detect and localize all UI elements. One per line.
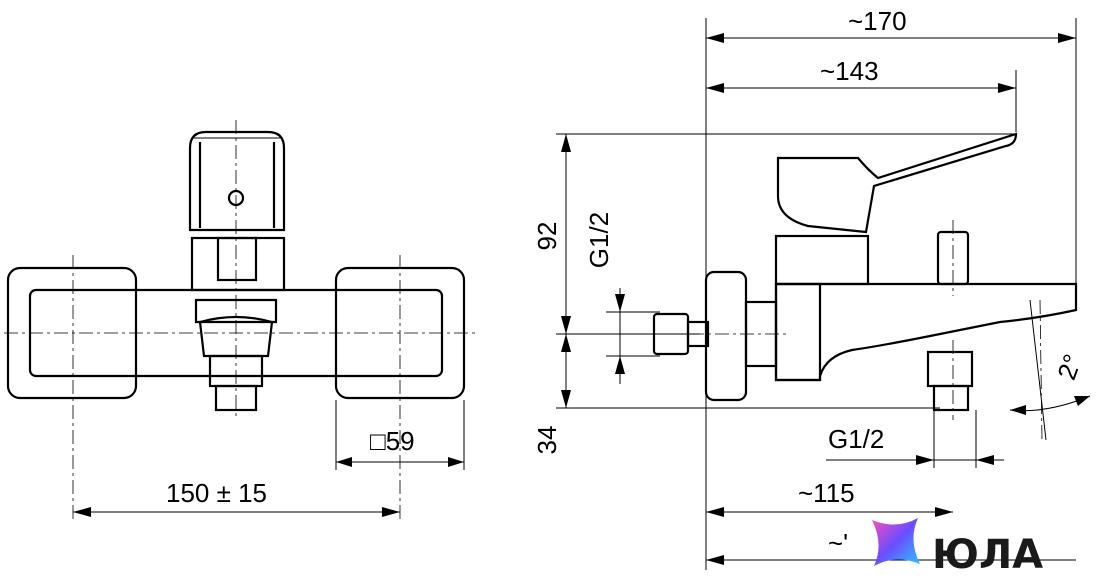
height-above-label: 92 bbox=[532, 222, 562, 251]
side-view: ~170 ~143 92 34 G1/2 bbox=[532, 6, 1091, 570]
side-body bbox=[774, 282, 1078, 382]
outlet-tip bbox=[932, 384, 970, 412]
handle-screw bbox=[227, 189, 245, 207]
diverter-knob bbox=[216, 236, 258, 282]
spout-ring bbox=[194, 298, 278, 324]
inlet-thread-label: G1/2 bbox=[584, 212, 614, 268]
overall-length-label: ~170 bbox=[848, 6, 907, 36]
eccentric-pipe bbox=[686, 320, 710, 348]
spout-outlet bbox=[214, 384, 258, 412]
body-front-block bbox=[774, 282, 822, 382]
handle-length-label: ~143 bbox=[820, 56, 879, 86]
outlet-side bbox=[926, 350, 974, 388]
cartridge-housing bbox=[190, 236, 286, 292]
watermark-brand: ЮЛА bbox=[932, 532, 1043, 578]
right-flange bbox=[334, 266, 466, 400]
yula-logo-icon bbox=[872, 518, 920, 566]
lever-handle bbox=[188, 130, 286, 232]
left-flange bbox=[6, 266, 138, 400]
yula-watermark: ЮЛА bbox=[872, 518, 1043, 578]
bottom-partial-label: ~' bbox=[828, 528, 848, 558]
height-below-label: 34 bbox=[532, 426, 562, 455]
front-view: □59 150 ± 15 bbox=[4, 120, 478, 520]
flange-size-label: □59 bbox=[370, 426, 415, 456]
outlet-distance-label: ~115 bbox=[798, 478, 855, 508]
wall-rosette bbox=[704, 270, 748, 402]
spout-body bbox=[198, 315, 274, 358]
spout-angle-label: 2° bbox=[1051, 350, 1088, 384]
outlet-thread-label: G1/2 bbox=[828, 424, 884, 454]
front-width-label: 150 ± 15 bbox=[166, 478, 267, 508]
lever-side bbox=[776, 132, 1018, 234]
cartridge-side bbox=[774, 234, 870, 286]
